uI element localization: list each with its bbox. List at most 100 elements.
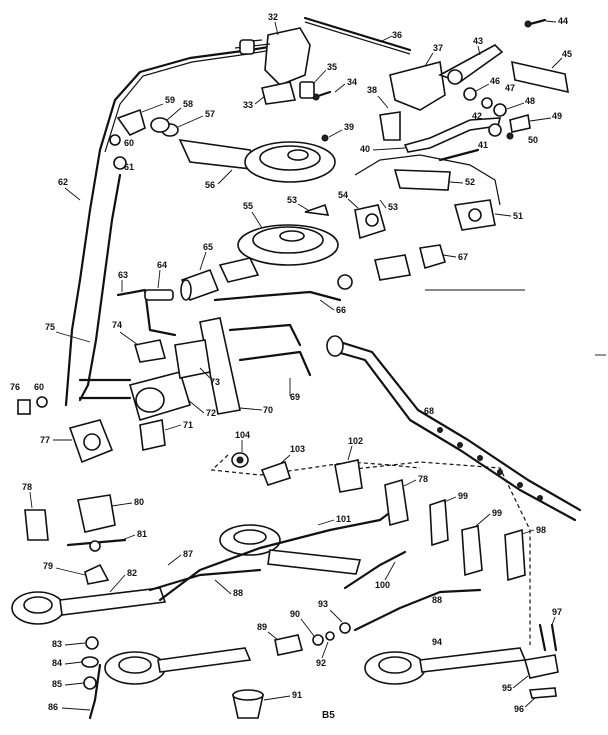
bracket-37 <box>379 61 446 141</box>
plate-96 <box>528 687 557 699</box>
svg-text:56: 56 <box>205 180 215 190</box>
burner-cup-91 <box>232 689 264 719</box>
lever-43 <box>438 44 504 85</box>
svg-text:104: 104 <box>235 430 250 440</box>
svg-text:86: 86 <box>48 702 58 712</box>
svg-text:70: 70 <box>263 405 273 415</box>
gas-tube-62 <box>64 40 302 407</box>
nut-93 <box>339 622 351 634</box>
svg-text:76: 76 <box>10 382 20 392</box>
svg-text:101: 101 <box>336 514 351 524</box>
svg-text:68: 68 <box>424 406 434 416</box>
clip-49 <box>509 113 531 133</box>
switch-42 <box>488 123 502 137</box>
nut-35 <box>299 81 315 99</box>
tube-88-left <box>148 568 262 592</box>
svg-text:82: 82 <box>127 568 137 578</box>
svg-text:73: 73 <box>210 377 220 387</box>
svg-text:48: 48 <box>525 96 535 106</box>
screw-76 <box>17 399 31 415</box>
thermostat-103 <box>260 460 292 486</box>
svg-text:53: 53 <box>388 202 398 212</box>
burner-86 <box>104 647 252 685</box>
svg-text:42: 42 <box>472 111 482 121</box>
plate-45 <box>511 60 569 94</box>
svg-text:57: 57 <box>205 109 215 119</box>
tube-63 <box>116 288 177 337</box>
gas-tube-75 <box>78 173 122 402</box>
svg-text:53: 53 <box>287 195 297 205</box>
bracket-70 <box>199 317 241 415</box>
bracket-80 <box>77 494 116 533</box>
svg-text:93: 93 <box>318 599 328 609</box>
nut-48 <box>493 103 507 117</box>
washer-47 <box>481 97 493 109</box>
svg-text:33: 33 <box>243 100 253 110</box>
svg-text:74: 74 <box>112 320 122 330</box>
section-marks <box>425 289 606 356</box>
cap-79 <box>84 563 110 585</box>
wiring-dashed <box>210 454 531 645</box>
valve-98 <box>504 528 526 582</box>
burner-56 <box>178 139 336 183</box>
burner-55 <box>218 224 339 283</box>
svg-text:92: 92 <box>316 658 326 668</box>
washer-90 <box>312 634 324 646</box>
svg-text:78: 78 <box>418 474 428 484</box>
pipe-75-lower <box>78 378 132 400</box>
svg-text:54: 54 <box>338 190 348 200</box>
svg-text:55: 55 <box>243 201 253 211</box>
svg-text:102: 102 <box>348 436 363 446</box>
svg-text:50: 50 <box>528 135 538 145</box>
valve-73 <box>174 339 211 379</box>
svg-text:49: 49 <box>552 111 562 121</box>
washer-84 <box>81 656 99 668</box>
svg-text:97: 97 <box>552 607 562 617</box>
svg-text:46: 46 <box>490 76 500 86</box>
diagram-code: B5 <box>322 710 335 721</box>
valve-99b <box>461 524 483 577</box>
svg-text:66: 66 <box>336 305 346 315</box>
svg-text:65: 65 <box>203 242 213 252</box>
valve-99a <box>429 498 449 547</box>
valve-bracket-32 <box>234 27 311 86</box>
burner-82 <box>11 587 167 625</box>
svg-text:88: 88 <box>233 588 243 598</box>
svg-text:37: 37 <box>433 43 443 53</box>
fitting-58 <box>150 117 170 133</box>
svg-text:103: 103 <box>290 444 305 454</box>
svg-text:95: 95 <box>502 683 512 693</box>
svg-text:96: 96 <box>514 704 524 714</box>
clip-53 <box>304 203 330 216</box>
svg-text:100: 100 <box>375 580 390 590</box>
rod-36 <box>303 16 412 55</box>
tube-66 <box>213 290 342 302</box>
tube-87 <box>88 503 402 720</box>
svg-text:59: 59 <box>165 95 175 105</box>
svg-text:44: 44 <box>558 16 568 26</box>
fitting-64 <box>144 289 174 301</box>
svg-text:89: 89 <box>257 622 267 632</box>
screw-34 <box>312 90 332 101</box>
manifold-68 <box>326 335 582 522</box>
svg-text:41: 41 <box>478 140 488 150</box>
nut-83 <box>85 636 99 650</box>
tube-69 <box>228 323 312 377</box>
orifice-65 <box>180 268 220 302</box>
nut-85 <box>83 676 97 690</box>
nut-61 <box>113 156 127 170</box>
svg-text:84: 84 <box>52 658 62 668</box>
svg-text:94: 94 <box>432 637 442 647</box>
callouts: 32 33 34 35 36 37 38 39 40 41 42 43 44 4… <box>10 12 572 714</box>
svg-text:81: 81 <box>137 529 147 539</box>
nut-60-top <box>109 134 121 146</box>
svg-text:34: 34 <box>347 77 357 87</box>
svg-text:64: 64 <box>157 260 167 270</box>
tube-100 <box>343 550 407 590</box>
bracket-95 <box>523 654 559 679</box>
spark-module-51 <box>354 154 501 231</box>
orifice-89 <box>274 634 303 656</box>
svg-text:87: 87 <box>183 549 193 559</box>
clip-33 <box>261 81 297 105</box>
svg-text:45: 45 <box>562 49 572 59</box>
